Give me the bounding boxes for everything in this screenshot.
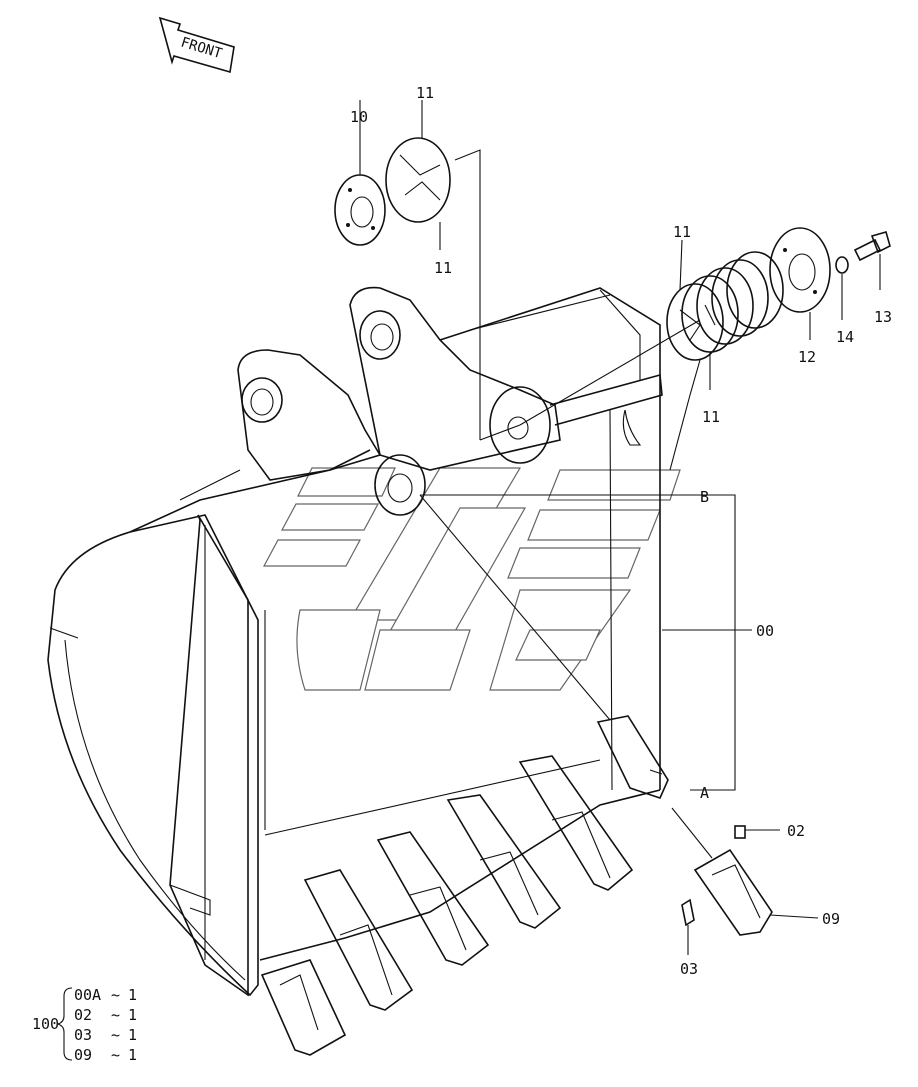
shims-11-right bbox=[666, 251, 784, 361]
callout-11-right-upper: 11 bbox=[673, 223, 691, 241]
kit-item-3-part: 03 bbox=[74, 1026, 92, 1044]
callout-B: B bbox=[700, 488, 709, 506]
washer-14 bbox=[835, 256, 849, 274]
callout-03: 03 bbox=[680, 960, 698, 978]
callout-11-left-lower: 11 bbox=[434, 259, 452, 277]
kit-item-1-qty: 1 bbox=[128, 986, 137, 1004]
callout-14: 14 bbox=[836, 328, 854, 346]
kit-item-2-sep: ~ bbox=[111, 1006, 120, 1024]
leader-lines bbox=[359, 100, 881, 955]
kit-item-2-part: 02 bbox=[74, 1006, 92, 1024]
kit-item-1-sep: ~ bbox=[111, 986, 120, 1004]
callout-11-right-lower: 11 bbox=[702, 408, 720, 426]
callout-11-top: 11 bbox=[416, 84, 434, 102]
kit-item-4-part: 09 bbox=[74, 1046, 92, 1064]
plate-12 bbox=[769, 227, 831, 313]
callout-13: 13 bbox=[874, 308, 892, 326]
watermark-logo bbox=[262, 467, 681, 691]
shims-11-left bbox=[385, 137, 451, 223]
plate-10 bbox=[334, 174, 386, 246]
kit-item-4-qty: 1 bbox=[128, 1046, 137, 1064]
kit-item-4-sep: ~ bbox=[111, 1046, 120, 1064]
callout-labels: 10 11 11 11 11 12 13 14 B 00 A 02 09 03 bbox=[350, 84, 892, 978]
bolt-13 bbox=[853, 231, 891, 262]
kit-item-3-qty: 1 bbox=[128, 1026, 137, 1044]
kit-item-2-qty: 1 bbox=[128, 1006, 137, 1024]
exploded-tooth bbox=[671, 807, 773, 936]
front-label: FRONT bbox=[179, 35, 225, 63]
kit-number: 100 bbox=[32, 1015, 59, 1033]
callout-12: 12 bbox=[798, 348, 816, 366]
kit-composition: 100 00A ~ 1 02 ~ 1 03 ~ 1 09 ~ 1 bbox=[32, 986, 137, 1064]
kit-item-1-part: 00A bbox=[74, 986, 101, 1004]
callout-A: A bbox=[700, 784, 709, 802]
front-direction-arrow: FRONT bbox=[158, 16, 235, 74]
bucket-body bbox=[47, 287, 663, 997]
boss-brackets bbox=[237, 286, 561, 516]
callout-09: 09 bbox=[822, 910, 840, 928]
callout-10: 10 bbox=[350, 108, 368, 126]
callout-00: 00 bbox=[756, 622, 774, 640]
callout-02: 02 bbox=[787, 822, 805, 840]
bucket-teeth bbox=[260, 715, 669, 1056]
kit-item-3-sep: ~ bbox=[111, 1026, 120, 1044]
